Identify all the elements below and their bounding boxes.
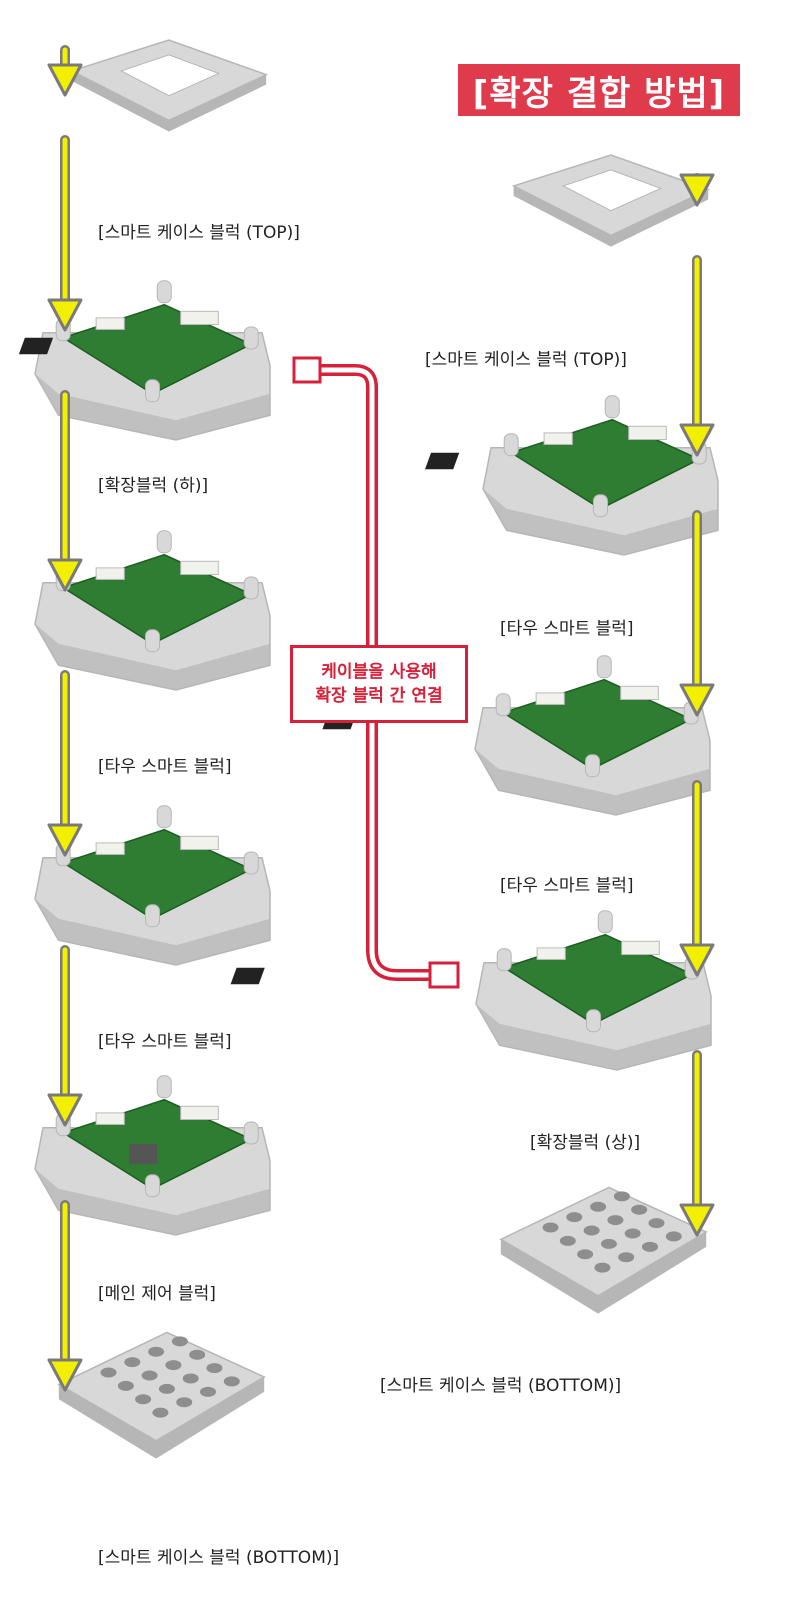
right-module-3-smart-block — [322, 655, 711, 816]
cable-connector-left — [292, 356, 322, 384]
right-arrow-2 — [679, 255, 715, 457]
left-arrow-6 — [47, 1200, 83, 1392]
left-arrow-2 — [47, 135, 83, 332]
left-arrow-4 — [47, 670, 83, 857]
right-label-case-bottom: [스마트 케이스 블럭 (BOTTOM)] — [380, 1376, 622, 1396]
left-label-case-bottom: [스마트 케이스 블럭 (BOTTOM)] — [98, 1548, 340, 1568]
right-label-case-top: [스마트 케이스 블럭 (TOP)] — [425, 350, 627, 370]
right-label-expansion-upper: [확장블럭 (상)] — [530, 1133, 641, 1153]
modules — [18, 39, 719, 1459]
left-arrow-5 — [47, 945, 83, 1127]
right-arrow-5 — [679, 1050, 715, 1237]
left-module-4-smart-block — [34, 805, 271, 966]
cable-note-line2: 확장 블럭 간 연결 — [315, 686, 443, 706]
cable-connector-right — [428, 961, 460, 989]
right-arrow-4 — [679, 780, 715, 977]
left-label-smart-block-2: [타우 스마트 블럭] — [98, 1032, 232, 1052]
cable-note: 케이블을 사용해 확장 블럭 간 연결 — [290, 645, 468, 723]
right-label-smart-block-2: [타우 스마트 블럭] — [500, 876, 634, 896]
left-module-1-case-top — [69, 39, 269, 132]
diagram-title: [확장 결합 방법] — [458, 64, 740, 116]
right-label-smart-block-1: [타우 스마트 블럭] — [500, 619, 634, 639]
left-module-3-smart-block — [34, 530, 271, 691]
right-module-2-smart-block — [425, 395, 719, 556]
right-arrow-1 — [679, 173, 715, 207]
left-arrow-1 — [47, 45, 83, 97]
left-module-2-expansion-block — [18, 280, 271, 441]
left-module-6-case-bottom — [57, 1331, 266, 1459]
left-label-expansion-lower: [확장블럭 (하)] — [98, 476, 209, 496]
left-label-case-top: [스마트 케이스 블럭 (TOP)] — [98, 223, 300, 243]
right-module-5-case-bottom — [499, 1186, 708, 1314]
left-label-smart-block-1: [타우 스마트 블럭] — [98, 757, 232, 777]
cable-note-line1: 케이블을 사용해 — [321, 662, 437, 682]
left-label-main-control: [메인 제어 블럭] — [98, 1284, 216, 1304]
right-arrow-3 — [679, 510, 715, 717]
left-module-5-main-control-block — [34, 1075, 271, 1236]
right-module-4-expansion-block — [230, 910, 712, 1071]
right-module-1-case-top — [511, 154, 711, 247]
left-arrow-3 — [47, 390, 83, 592]
assembly-arrows — [47, 45, 715, 1392]
